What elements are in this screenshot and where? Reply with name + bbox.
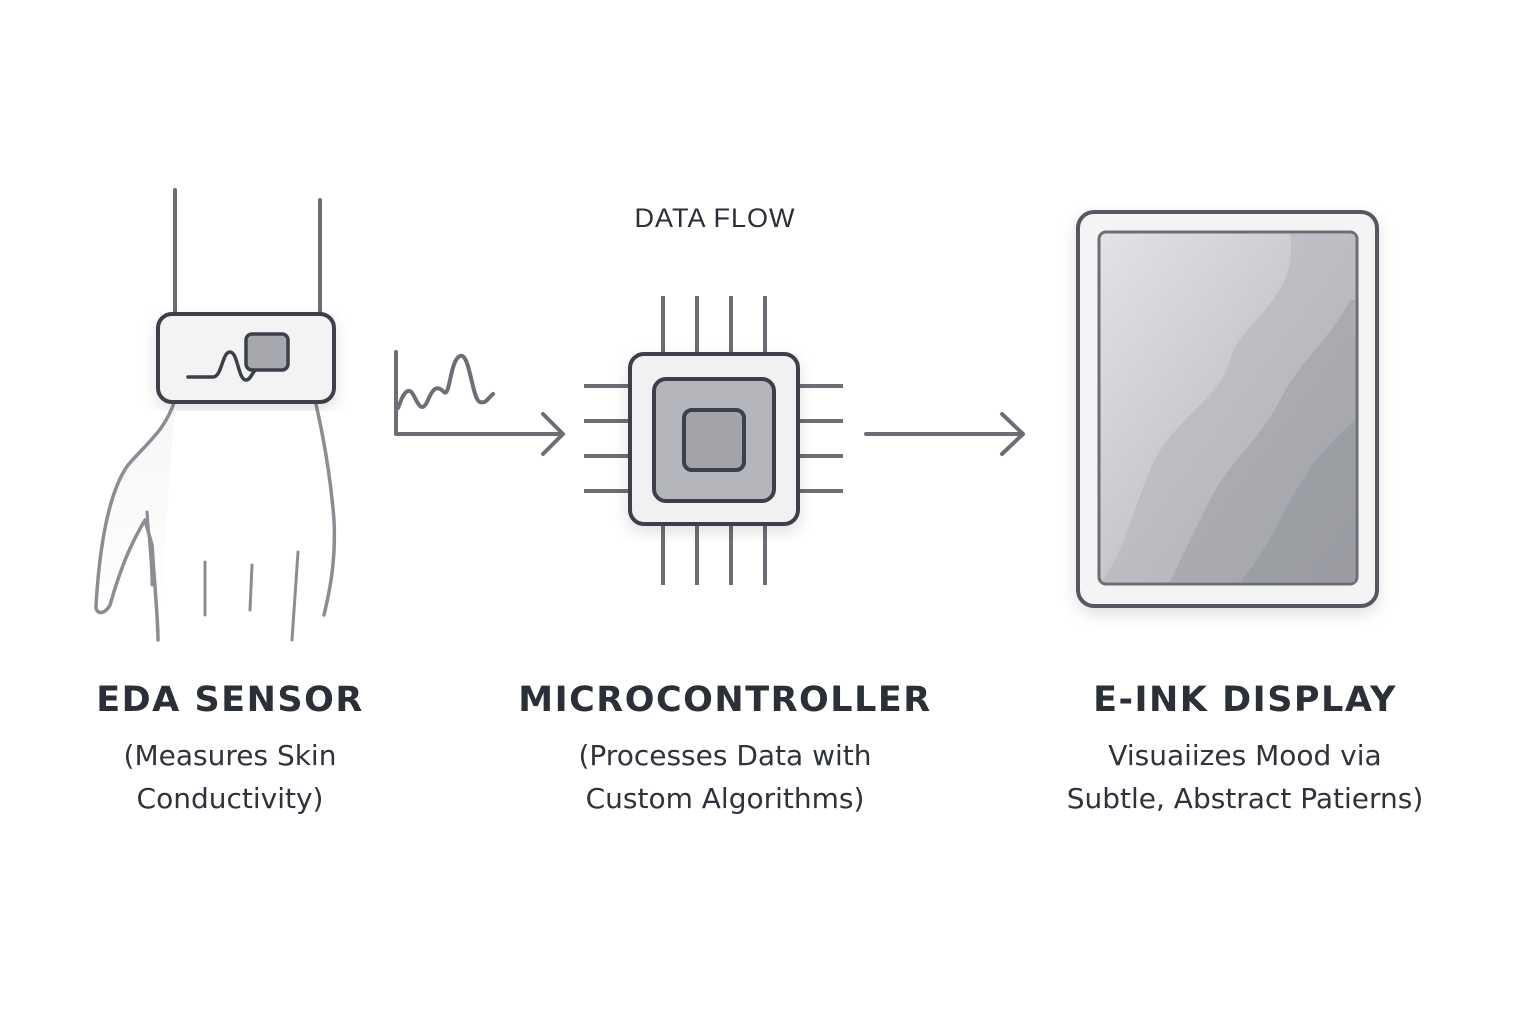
display-caption: E-INK DISPLAY Visuaiizes Mood via Subtle… (1030, 680, 1460, 820)
mcu-caption: MICROCONTROLLER (Processes Data with Cus… (495, 680, 955, 820)
display-desc-line-2: Subtle, Abstract Patierns) (1066, 782, 1424, 815)
e-ink-tablet-icon (1076, 210, 1379, 608)
screen-pattern-2 (1170, 300, 1355, 582)
mcu-desc-line-1: (Processes Data with (578, 739, 872, 772)
mcu-desc-line-2: Custom Algorithms) (585, 782, 865, 815)
arrow-to-display (864, 412, 1025, 456)
display-title: E-INK DISPLAY (1093, 680, 1397, 720)
signal-graph-arrow (394, 350, 565, 456)
finger-line-3 (290, 550, 300, 642)
finger-line-2 (248, 563, 254, 612)
chip-core (682, 408, 746, 472)
hand-outline-right (173, 398, 337, 617)
display-desc-line-1: Visuaiizes Mood via (1108, 739, 1382, 772)
screen-pattern-3 (1240, 420, 1355, 582)
mcu-title: MICROCONTROLLER (518, 680, 932, 720)
sensor-chip (244, 332, 290, 372)
sensor-desc-line-1: (Measures Skin (123, 739, 337, 772)
wrist-sensor-icon (94, 188, 337, 642)
sensor-title: EDA SENSOR (96, 680, 364, 720)
signal-wave (396, 354, 495, 410)
arrow-head-2 (1000, 412, 1025, 456)
hand-outline-left (94, 398, 177, 642)
sensor-desc-line-2: Conductivity) (136, 782, 324, 815)
sensor-waveform (186, 350, 264, 382)
arrow-head-1 (541, 412, 565, 456)
sensor-caption: EDA SENSOR (Measures Skin Conductivity) (60, 680, 400, 820)
data-flow-label: DATA FLOW (634, 203, 796, 233)
thumb-line (145, 510, 154, 587)
microchip-icon (584, 296, 843, 585)
graph-axes (394, 350, 564, 436)
